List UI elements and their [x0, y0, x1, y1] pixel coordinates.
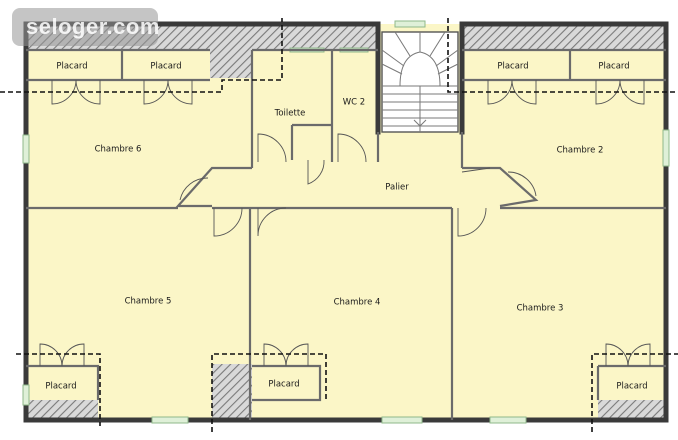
room-label-placard: Placard [497, 62, 528, 72]
ceiling-height-lines [0, 18, 678, 432]
hatched-zones [26, 24, 666, 420]
room-label-placard: Placard [616, 382, 647, 392]
room-label-chambre-2: Chambre 2 [557, 146, 604, 156]
room-labels: Placard Placard Placard Placard Toilette… [45, 62, 647, 392]
room-label-placard: Placard [268, 380, 299, 390]
watermark-text: seloger.com [26, 14, 160, 39]
room-label-placard: Placard [598, 62, 629, 72]
room-label-chambre-5: Chambre 5 [125, 297, 172, 307]
room-label-toilette: Toilette [274, 109, 306, 119]
room-label-chambre-3: Chambre 3 [517, 304, 564, 314]
room-label-wc2: WC 2 [343, 98, 365, 108]
room-label-placard: Placard [150, 62, 181, 72]
room-label-placard: Placard [56, 62, 87, 72]
floor-area [26, 24, 666, 420]
doors [39, 79, 651, 367]
watermark-logo [12, 8, 158, 46]
room-label-palier: Palier [385, 183, 409, 193]
staircase [381, 31, 459, 133]
room-label-chambre-4: Chambre 4 [334, 298, 381, 308]
room-label-placard: Placard [45, 382, 76, 392]
room-label-chambre-6: Chambre 6 [95, 145, 142, 155]
interior-walls [26, 48, 666, 420]
